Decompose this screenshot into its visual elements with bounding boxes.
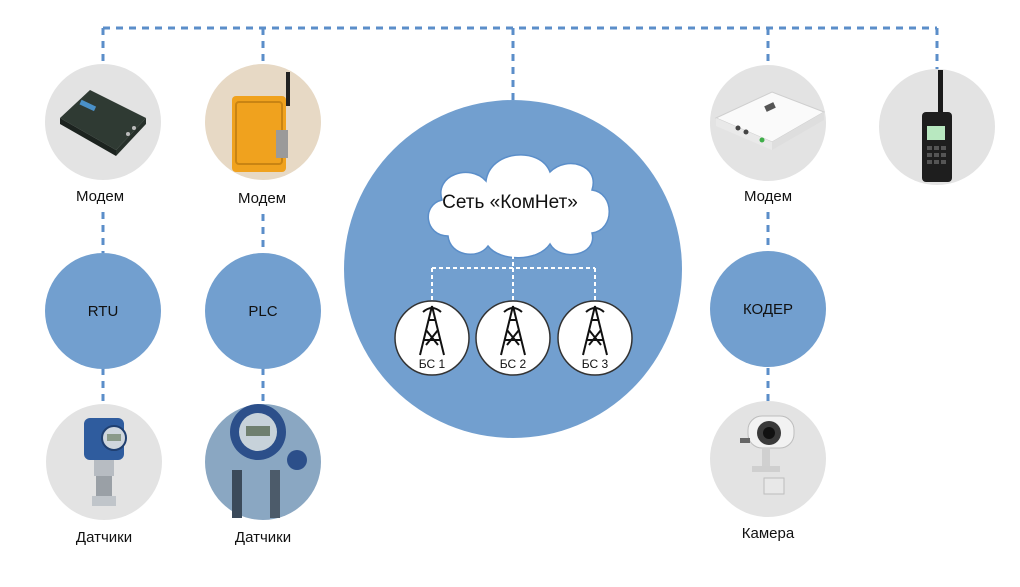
tower-icon (500, 305, 526, 356)
plc-label: PLC (248, 303, 277, 320)
modem-3-photo (710, 65, 826, 181)
sensor-2-photo (205, 404, 321, 520)
tower-icon (419, 305, 445, 356)
camera-icon (740, 415, 795, 495)
rtu-node (45, 253, 161, 369)
connector-lines (101, 26, 939, 404)
base-station-1: БС 1 (394, 300, 470, 376)
router-icon (714, 91, 826, 150)
base-station-label: БС 1 (419, 357, 446, 371)
camera-photo (710, 401, 826, 517)
network-label: Сеть «КомНет» (442, 192, 578, 213)
base-station-2: БС 2 (475, 300, 551, 376)
rtu-label: RTU (88, 303, 119, 320)
radio-photo (879, 69, 995, 185)
tower-icon (582, 305, 608, 356)
sensor-2-label: Датчики (235, 529, 291, 546)
modem-3-label: Модем (744, 188, 792, 205)
modem-2-label: Модем (238, 190, 286, 207)
handheld-radio-icon (922, 70, 952, 182)
base-station-label: БС 3 (582, 357, 609, 371)
sensor-1-label: Датчики (76, 529, 132, 546)
plc-node (205, 253, 321, 369)
coder-label: КОДЕР (743, 301, 793, 318)
base-station-links (431, 255, 596, 302)
base-station-label: БС 2 (500, 357, 527, 371)
pressure-sensor-icon (84, 418, 127, 506)
modem-1-label: Модем (76, 188, 124, 205)
modem-icon (60, 90, 146, 156)
camera-label: Камера (742, 525, 795, 542)
coder-node (710, 251, 826, 367)
modem-icon (232, 72, 290, 172)
modem-2-photo (205, 64, 321, 180)
sensor-1-photo (46, 404, 162, 520)
pressure-gauge-icon (230, 404, 307, 518)
modem-1-photo (45, 64, 161, 180)
base-station-3: БС 3 (557, 300, 633, 376)
